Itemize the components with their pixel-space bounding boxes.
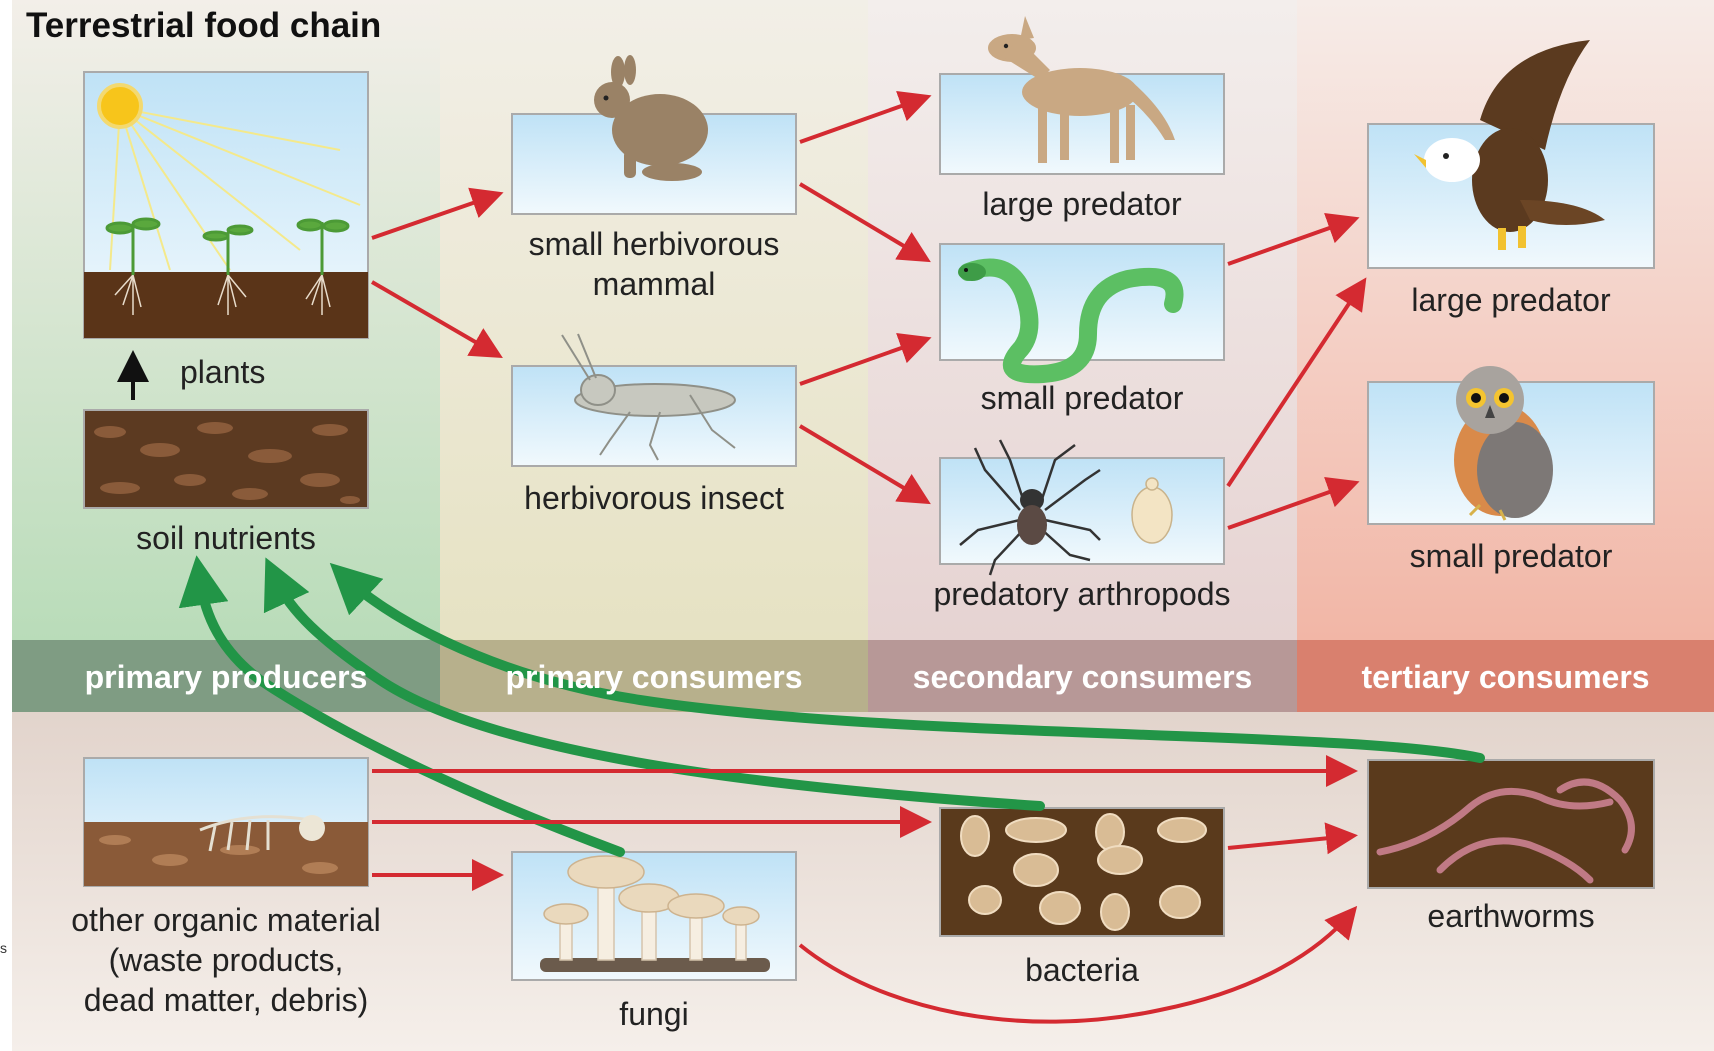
label-fungi: fungi <box>512 994 796 1034</box>
label-bacteria: bacteria <box>940 950 1224 990</box>
label-owl-small-predator: small predator <box>1309 536 1713 576</box>
label-soil-nutrients: soil nutrients <box>84 518 368 558</box>
label-predatory-arthropods: predatory arthropods <box>880 574 1284 614</box>
arrow-mammal-coyote <box>800 98 924 142</box>
band-label-secondary-consumers: secondary consumers <box>868 655 1297 699</box>
side-mark: s <box>0 940 7 956</box>
band-label-primary-consumers: primary consumers <box>440 655 868 699</box>
label-snake-small-predator: small predator <box>880 378 1284 418</box>
diagram-title: Terrestrial food chain <box>26 6 381 46</box>
arrow-snake-eagle <box>1228 220 1352 264</box>
arrow-arthropods-owl <box>1228 484 1352 528</box>
band-label-tertiary-consumers: tertiary consumers <box>1297 655 1714 699</box>
label-plants: plants <box>180 352 265 392</box>
arrow-bacteria-earthworms <box>1228 836 1350 848</box>
label-eagle-large-predator: large predator <box>1309 280 1713 320</box>
label-coyote-large-predator: large predator <box>880 184 1284 224</box>
band-label-primary-producers: primary producers <box>12 655 440 699</box>
label-other-organic-material: other organic material (waste products, … <box>30 900 422 1020</box>
label-small-herbivorous-mammal: small herbivorous mammal <box>452 224 856 304</box>
label-earthworms: earthworms <box>1368 896 1654 936</box>
label-herbivorous-insect: herbivorous insect <box>452 478 856 518</box>
